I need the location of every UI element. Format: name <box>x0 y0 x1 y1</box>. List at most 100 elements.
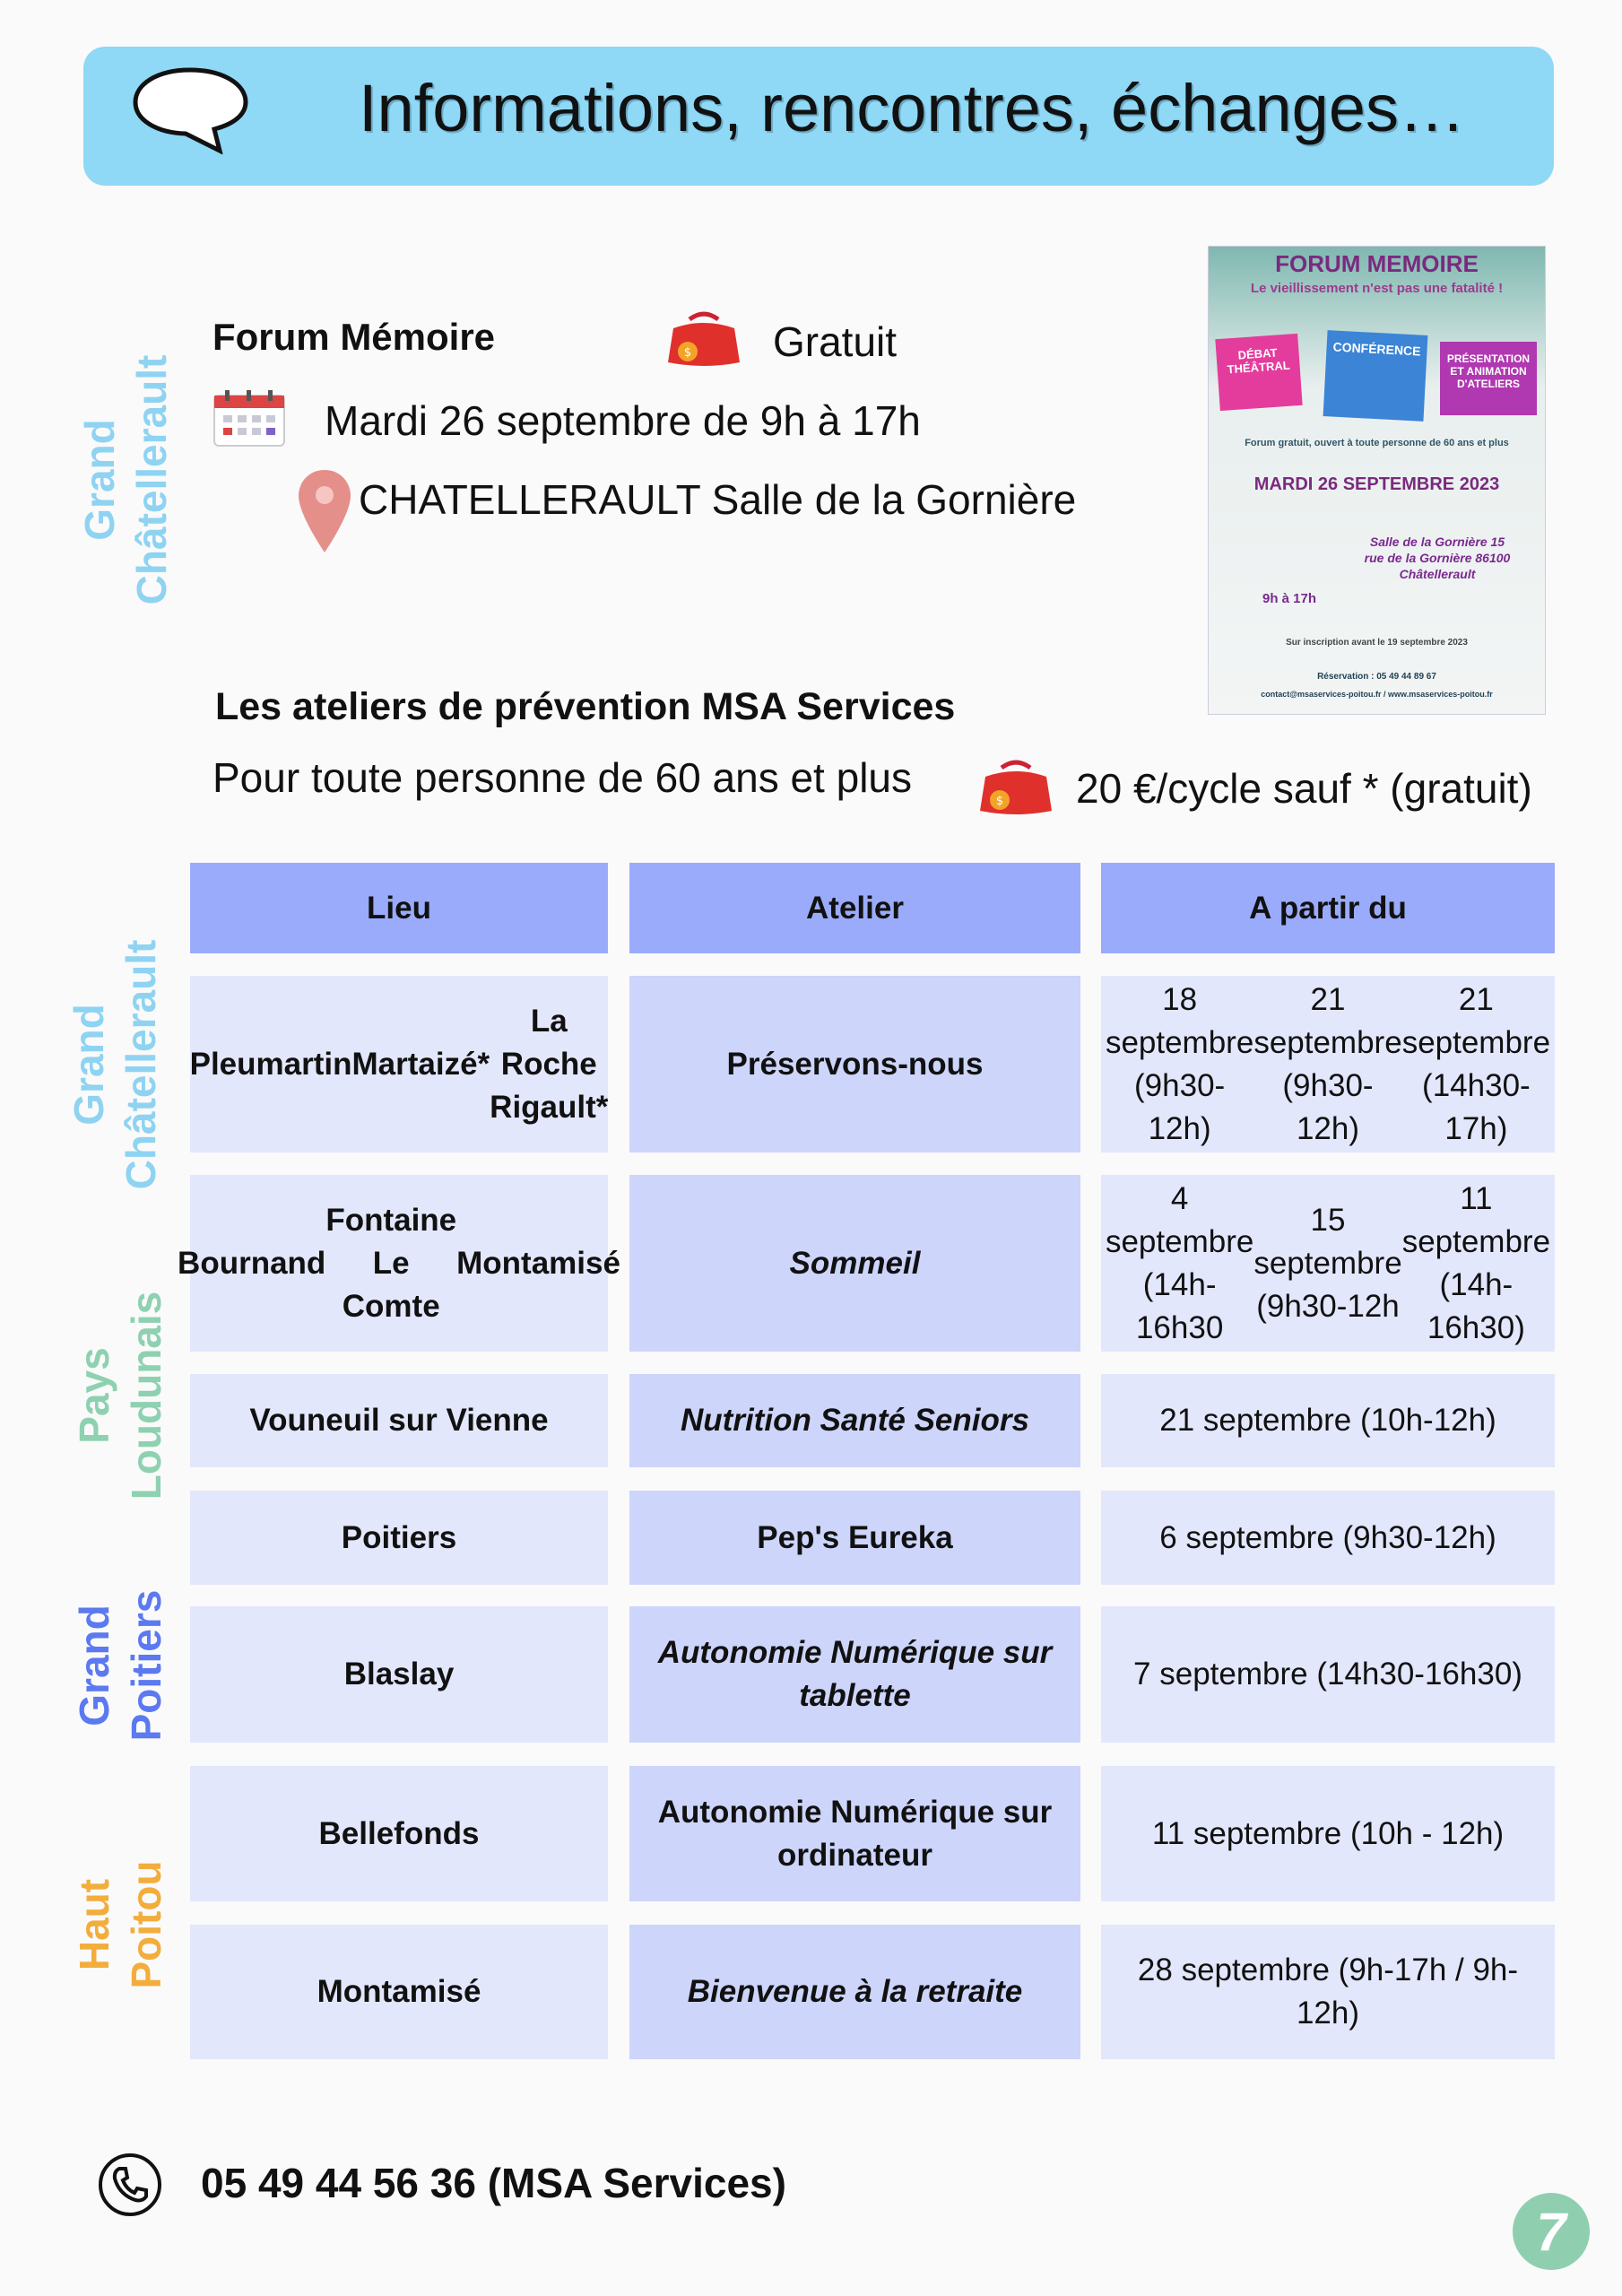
region-line: Haut <box>71 1878 117 1971</box>
table-cell-atelier: Nutrition Santé Seniors <box>629 1374 1080 1467</box>
ateliers-audience: Pour toute personne de 60 ans et plus <box>213 754 913 801</box>
table-cell-lieu: Blaslay <box>190 1606 608 1743</box>
atelier-name: Nutrition Santé Seniors <box>681 1403 1029 1438</box>
phone-icon <box>99 2153 161 2216</box>
contact-phone: 05 49 44 56 36 (MSA Services) <box>201 2160 786 2206</box>
page-title: Informations, rencontres, échanges… <box>359 71 1465 145</box>
region-line: Grand <box>71 1605 117 1726</box>
lieu-line: Fontaine Le Comte <box>325 1202 457 1324</box>
date-line: 4 septembre (14h-16h30 <box>1105 1180 1254 1345</box>
table-cell-date: 6 septembre (9h30-12h) <box>1101 1491 1555 1585</box>
poster-box-debat: DÉBAT THÉÂTRAL <box>1215 333 1303 412</box>
forum-location: CHATELLERAULT Salle de la Gornière <box>359 476 1077 523</box>
region-line: Grand <box>65 1004 112 1126</box>
date-line: 21 septembre (10h-12h) <box>1159 1403 1496 1438</box>
svg-text:$: $ <box>684 346 691 360</box>
lieu-line: Bellefonds <box>318 1815 480 1851</box>
page-number-badge: 7 <box>1513 2193 1590 2270</box>
region-line: Châtellerault <box>128 354 175 605</box>
table-cell-date: 28 septembre (9h-17h / 9h-12h) <box>1101 1925 1555 2059</box>
poster-contact: contact@msaservices-poitou.fr / www.msas… <box>1261 690 1493 699</box>
poster-date: MARDI 26 SEPTEMBRE 2023 <box>1253 474 1500 494</box>
lieu-line: Pleumartin <box>189 1046 352 1082</box>
header-date: A partir du <box>1101 863 1555 953</box>
table-cell-atelier: Préservons-nous <box>629 976 1080 1152</box>
table-cell-date: 11 septembre (10h - 12h) <box>1101 1766 1555 1901</box>
poster-hours: 9h à 17h <box>1262 591 1317 606</box>
table-cell-lieu: Bellefonds <box>190 1766 608 1901</box>
poster-info: Forum gratuit, ouvert à toute personne d… <box>1245 438 1509 448</box>
lieu-line: Montamisé <box>317 1974 481 2009</box>
forum-title: Forum Mémoire <box>213 316 496 358</box>
location-pin-icon <box>299 470 351 552</box>
date-line: 18 septembre (9h30-12h) <box>1105 981 1254 1146</box>
lieu-line: Bournand <box>178 1245 326 1281</box>
date-line: 11 septembre (14h-16h30) <box>1401 1180 1551 1345</box>
table-cell-date: 21 septembre (10h-12h) <box>1101 1374 1555 1467</box>
region-line: Grand <box>76 419 123 541</box>
forum-poster-image[interactable]: FORUM MEMOIRE Le vieillissement n'est pa… <box>1208 246 1546 715</box>
lieu-line: Montamisé <box>456 1245 620 1281</box>
table-cell-atelier: Sommeil <box>629 1175 1080 1352</box>
table-cell-lieu: Vouneuil sur Vienne <box>190 1374 608 1467</box>
poster-title: FORUM MEMOIRE <box>1275 250 1479 277</box>
region-line: Pays <box>71 1347 117 1444</box>
purse-icon: $ <box>980 760 1052 814</box>
atelier-name: Autonomie Numérique sur tablette <box>657 1635 1053 1713</box>
poster-box-conference: CONFÉRENCE <box>1323 330 1428 422</box>
atelier-name: Autonomie Numérique sur ordinateur <box>657 1794 1053 1873</box>
table-cell-lieu: Poitiers <box>190 1491 608 1585</box>
poster-box-ateliers: PRÉSENTATION ET ANIMATION D'ATELIERS <box>1440 342 1537 415</box>
table-cell-atelier: Autonomie Numérique sur tablette <box>629 1606 1080 1743</box>
atelier-name: Pep's Eureka <box>757 1519 953 1555</box>
lieu-line: Blaslay <box>343 1657 455 1692</box>
atelier-name: Sommeil <box>789 1245 921 1281</box>
poster-reservation: Réservation : 05 49 44 89 67 <box>1317 672 1436 682</box>
poster-subtitle: Le vieillissement n'est pas une fatalité… <box>1250 281 1504 296</box>
table-cell-atelier: Bienvenue à la retraite <box>629 1925 1080 2059</box>
region-line: Loudunais <box>123 1291 169 1500</box>
region-line: Poitiers <box>123 1589 169 1742</box>
date-line: 7 septembre (14h30-16h30) <box>1133 1657 1522 1692</box>
lieu-line: Martaizé* <box>351 1046 490 1082</box>
date-line: 15 septembre (9h30-12h <box>1253 1202 1402 1324</box>
calendar-icon <box>213 390 285 447</box>
table-cell-atelier: Pep's Eureka <box>629 1491 1080 1585</box>
lieu-line: Poitiers <box>341 1519 457 1555</box>
poster-place: Salle de la Gornière 15 rue de la Gorniè… <box>1364 535 1511 581</box>
forum-date: Mardi 26 septembre de 9h à 17h <box>325 397 921 444</box>
header-lieu: Lieu <box>190 863 608 953</box>
poster-inscription: Sur inscription avant le 19 septembre 20… <box>1286 638 1468 648</box>
table-cell-lieu: Montamisé <box>190 1925 608 2059</box>
table-cell-atelier: Autonomie Numérique sur ordinateur <box>629 1766 1080 1901</box>
table-cell-date: 18 septembre (9h30-12h)21 septembre (9h3… <box>1101 976 1555 1152</box>
forum-price: Gratuit <box>773 318 898 365</box>
atelier-name: Préservons-nous <box>726 1046 984 1082</box>
date-line: 21 septembre (14h30-17h) <box>1401 981 1551 1146</box>
lieu-line: Vouneuil sur Vienne <box>249 1403 549 1438</box>
purse-icon: $ <box>668 311 740 366</box>
lieu-line: La Roche Rigault* <box>490 1003 609 1125</box>
header-atelier: Atelier <box>629 863 1080 953</box>
date-line: 6 septembre (9h30-12h) <box>1159 1519 1496 1555</box>
region-line: Poitou <box>123 1860 169 1989</box>
region-label-grand-chatellerault-forum: Grand Châtellerault <box>74 327 178 632</box>
date-line: 11 septembre (10h - 12h) <box>1151 1815 1505 1851</box>
ateliers-title: Les ateliers de prévention MSA Services <box>215 685 956 728</box>
date-line: 21 septembre (9h30-12h) <box>1253 981 1402 1146</box>
speech-bubble-icon <box>133 67 248 154</box>
svg-text:$: $ <box>996 795 1003 808</box>
ateliers-price: 20 €/cycle sauf * (gratuit) <box>1076 765 1532 812</box>
date-line: 28 septembre (9h-17h / 9h-12h) <box>1137 1952 1519 2031</box>
region-line: Châtellerault <box>117 939 164 1190</box>
header-banner <box>83 47 1554 186</box>
table-cell-date: 7 septembre (14h30-16h30) <box>1101 1606 1555 1743</box>
atelier-name: Bienvenue à la retraite <box>687 1974 1023 2009</box>
